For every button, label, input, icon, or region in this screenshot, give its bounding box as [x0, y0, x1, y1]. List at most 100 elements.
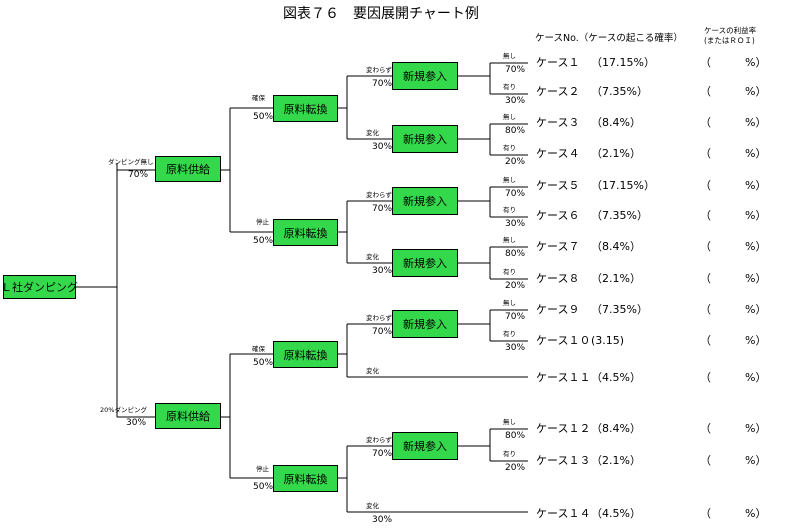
- branch-label: 無し: [503, 236, 516, 244]
- branch-probability: 70%: [505, 65, 526, 75]
- conversion-node: 原料転換: [273, 465, 338, 492]
- branch-probability: 50%: [253, 358, 274, 368]
- branch-label: 変わらず: [366, 66, 392, 74]
- case-probability: （7.35%）: [591, 303, 648, 316]
- case-probability: （7.35%）: [591, 85, 648, 98]
- branch-label: 20%ダンピング: [100, 406, 147, 414]
- branch-probability: 30%: [505, 343, 526, 353]
- branch-probability: 70%: [372, 327, 393, 337]
- branch-label: 変化: [366, 253, 379, 261]
- case-row: ケース９ （7.35%）: [536, 304, 648, 315]
- roi-unit: %）: [745, 85, 767, 98]
- roi-unit: %）: [745, 371, 767, 384]
- case-row: ケース７ （8.4%）: [536, 241, 641, 252]
- branch-probability: 80%: [505, 249, 526, 259]
- roi-unit: %）: [745, 240, 767, 253]
- branch-probability: 70%: [372, 79, 393, 89]
- branch-probability: 50%: [253, 482, 274, 492]
- roi-open-paren: （: [700, 179, 711, 192]
- branch-label: 変化: [366, 367, 379, 375]
- branch-label: 有り: [503, 144, 516, 152]
- case-row: ケース１０(3.15): [536, 335, 624, 346]
- case-probability: （17.15%）: [591, 56, 655, 69]
- roi-open-paren: （: [700, 454, 711, 467]
- roi-unit: %）: [745, 116, 767, 129]
- case-name: ケース１２: [536, 422, 591, 435]
- case-probability: （4.5%）: [591, 507, 641, 520]
- branch-label: 無し: [503, 299, 516, 307]
- roi-column-header-line1: ケースの利益率: [704, 26, 757, 35]
- new-entry-node: 新規参入: [392, 187, 458, 215]
- case-name: ケース１０: [536, 334, 591, 347]
- case-name: ケース５: [536, 179, 580, 192]
- case-name: ケース１４: [536, 507, 591, 520]
- case-row: ケース８（2.1%）: [536, 273, 641, 284]
- case-row: ケース６（7.35%）: [536, 210, 648, 221]
- case-probability: (3.15): [591, 334, 625, 347]
- case-name: ケース１３: [536, 454, 591, 467]
- branch-label: 確保: [252, 345, 265, 353]
- branch-label: 変わらず: [366, 314, 392, 322]
- branch-label: 停止: [256, 218, 269, 226]
- branch-probability: 30%: [505, 96, 526, 106]
- roi-open-paren: （: [700, 56, 711, 69]
- new-entry-node: 新規参入: [392, 310, 458, 338]
- roi-unit: %）: [745, 422, 767, 435]
- case-probability: （8.4%）: [591, 240, 641, 253]
- roi-open-paren: （: [700, 507, 711, 520]
- case-row: ケース２ （7.35%）: [536, 86, 648, 97]
- case-name: ケース７: [536, 240, 580, 253]
- case-name: ケース９: [536, 303, 580, 316]
- case-probability: （4.5%）: [591, 371, 641, 384]
- branch-probability: 50%: [253, 236, 274, 246]
- case-row: ケース１４（4.5%）: [536, 508, 641, 519]
- new-entry-node: 新規参入: [392, 125, 458, 153]
- case-name: ケース４: [536, 147, 580, 160]
- branch-label: 無し: [503, 52, 516, 60]
- new-entry-node: 新規参入: [392, 249, 458, 277]
- branch-label: 有り: [503, 330, 516, 338]
- branch-probability: 80%: [505, 126, 526, 136]
- case-probability: （17.15%）: [591, 179, 655, 192]
- branch-probability: 30%: [372, 142, 393, 152]
- branch-label: 有り: [503, 268, 516, 276]
- roi-unit: %）: [745, 507, 767, 520]
- roi-open-paren: （: [700, 272, 711, 285]
- roi-open-paren: （: [700, 334, 711, 347]
- roi-unit: %）: [745, 303, 767, 316]
- branch-label: 有り: [503, 83, 516, 91]
- case-row: ケース１（17.15%）: [536, 57, 655, 68]
- roi-open-paren: （: [700, 371, 711, 384]
- roi-unit: %）: [745, 209, 767, 222]
- case-row: ケース１２（8.4%）: [536, 423, 641, 434]
- branch-probability: 20%: [505, 463, 526, 473]
- roi-unit: %）: [745, 334, 767, 347]
- case-row: ケース５ （17.15%）: [536, 180, 655, 191]
- roi-column-header-line2: (またはＲＯＩ): [704, 36, 755, 45]
- new-entry-node: 新規参入: [392, 62, 458, 90]
- branch-probability: 20%: [505, 281, 526, 291]
- conversion-node: 原料転換: [273, 341, 338, 368]
- branch-label: 無し: [503, 176, 516, 184]
- case-probability: （8.4%）: [591, 422, 641, 435]
- roi-unit: %）: [745, 454, 767, 467]
- roi-unit: %）: [745, 147, 767, 160]
- branch-label: 有り: [503, 450, 516, 458]
- case-name: ケース１１: [536, 371, 591, 384]
- root-node-l-company-dumping: Ｌ社ダンピング: [1, 275, 78, 299]
- branch-label: 変化: [366, 502, 379, 510]
- case-name: ケース３: [536, 116, 580, 129]
- case-name: ケース６: [536, 209, 580, 222]
- conversion-node: 原料転換: [273, 95, 338, 122]
- branch-probability: 20%: [505, 157, 526, 167]
- branch-label: 停止: [256, 465, 269, 473]
- branch-probability: 30%: [372, 515, 393, 525]
- branch-label: 無し: [503, 113, 516, 121]
- branch-label: 無し: [503, 418, 516, 426]
- roi-open-paren: （: [700, 147, 711, 160]
- case-name: ケース２: [536, 85, 580, 98]
- branch-label: 変化: [366, 129, 379, 137]
- branch-probability: 80%: [505, 431, 526, 441]
- branch-label: 確保: [252, 94, 265, 102]
